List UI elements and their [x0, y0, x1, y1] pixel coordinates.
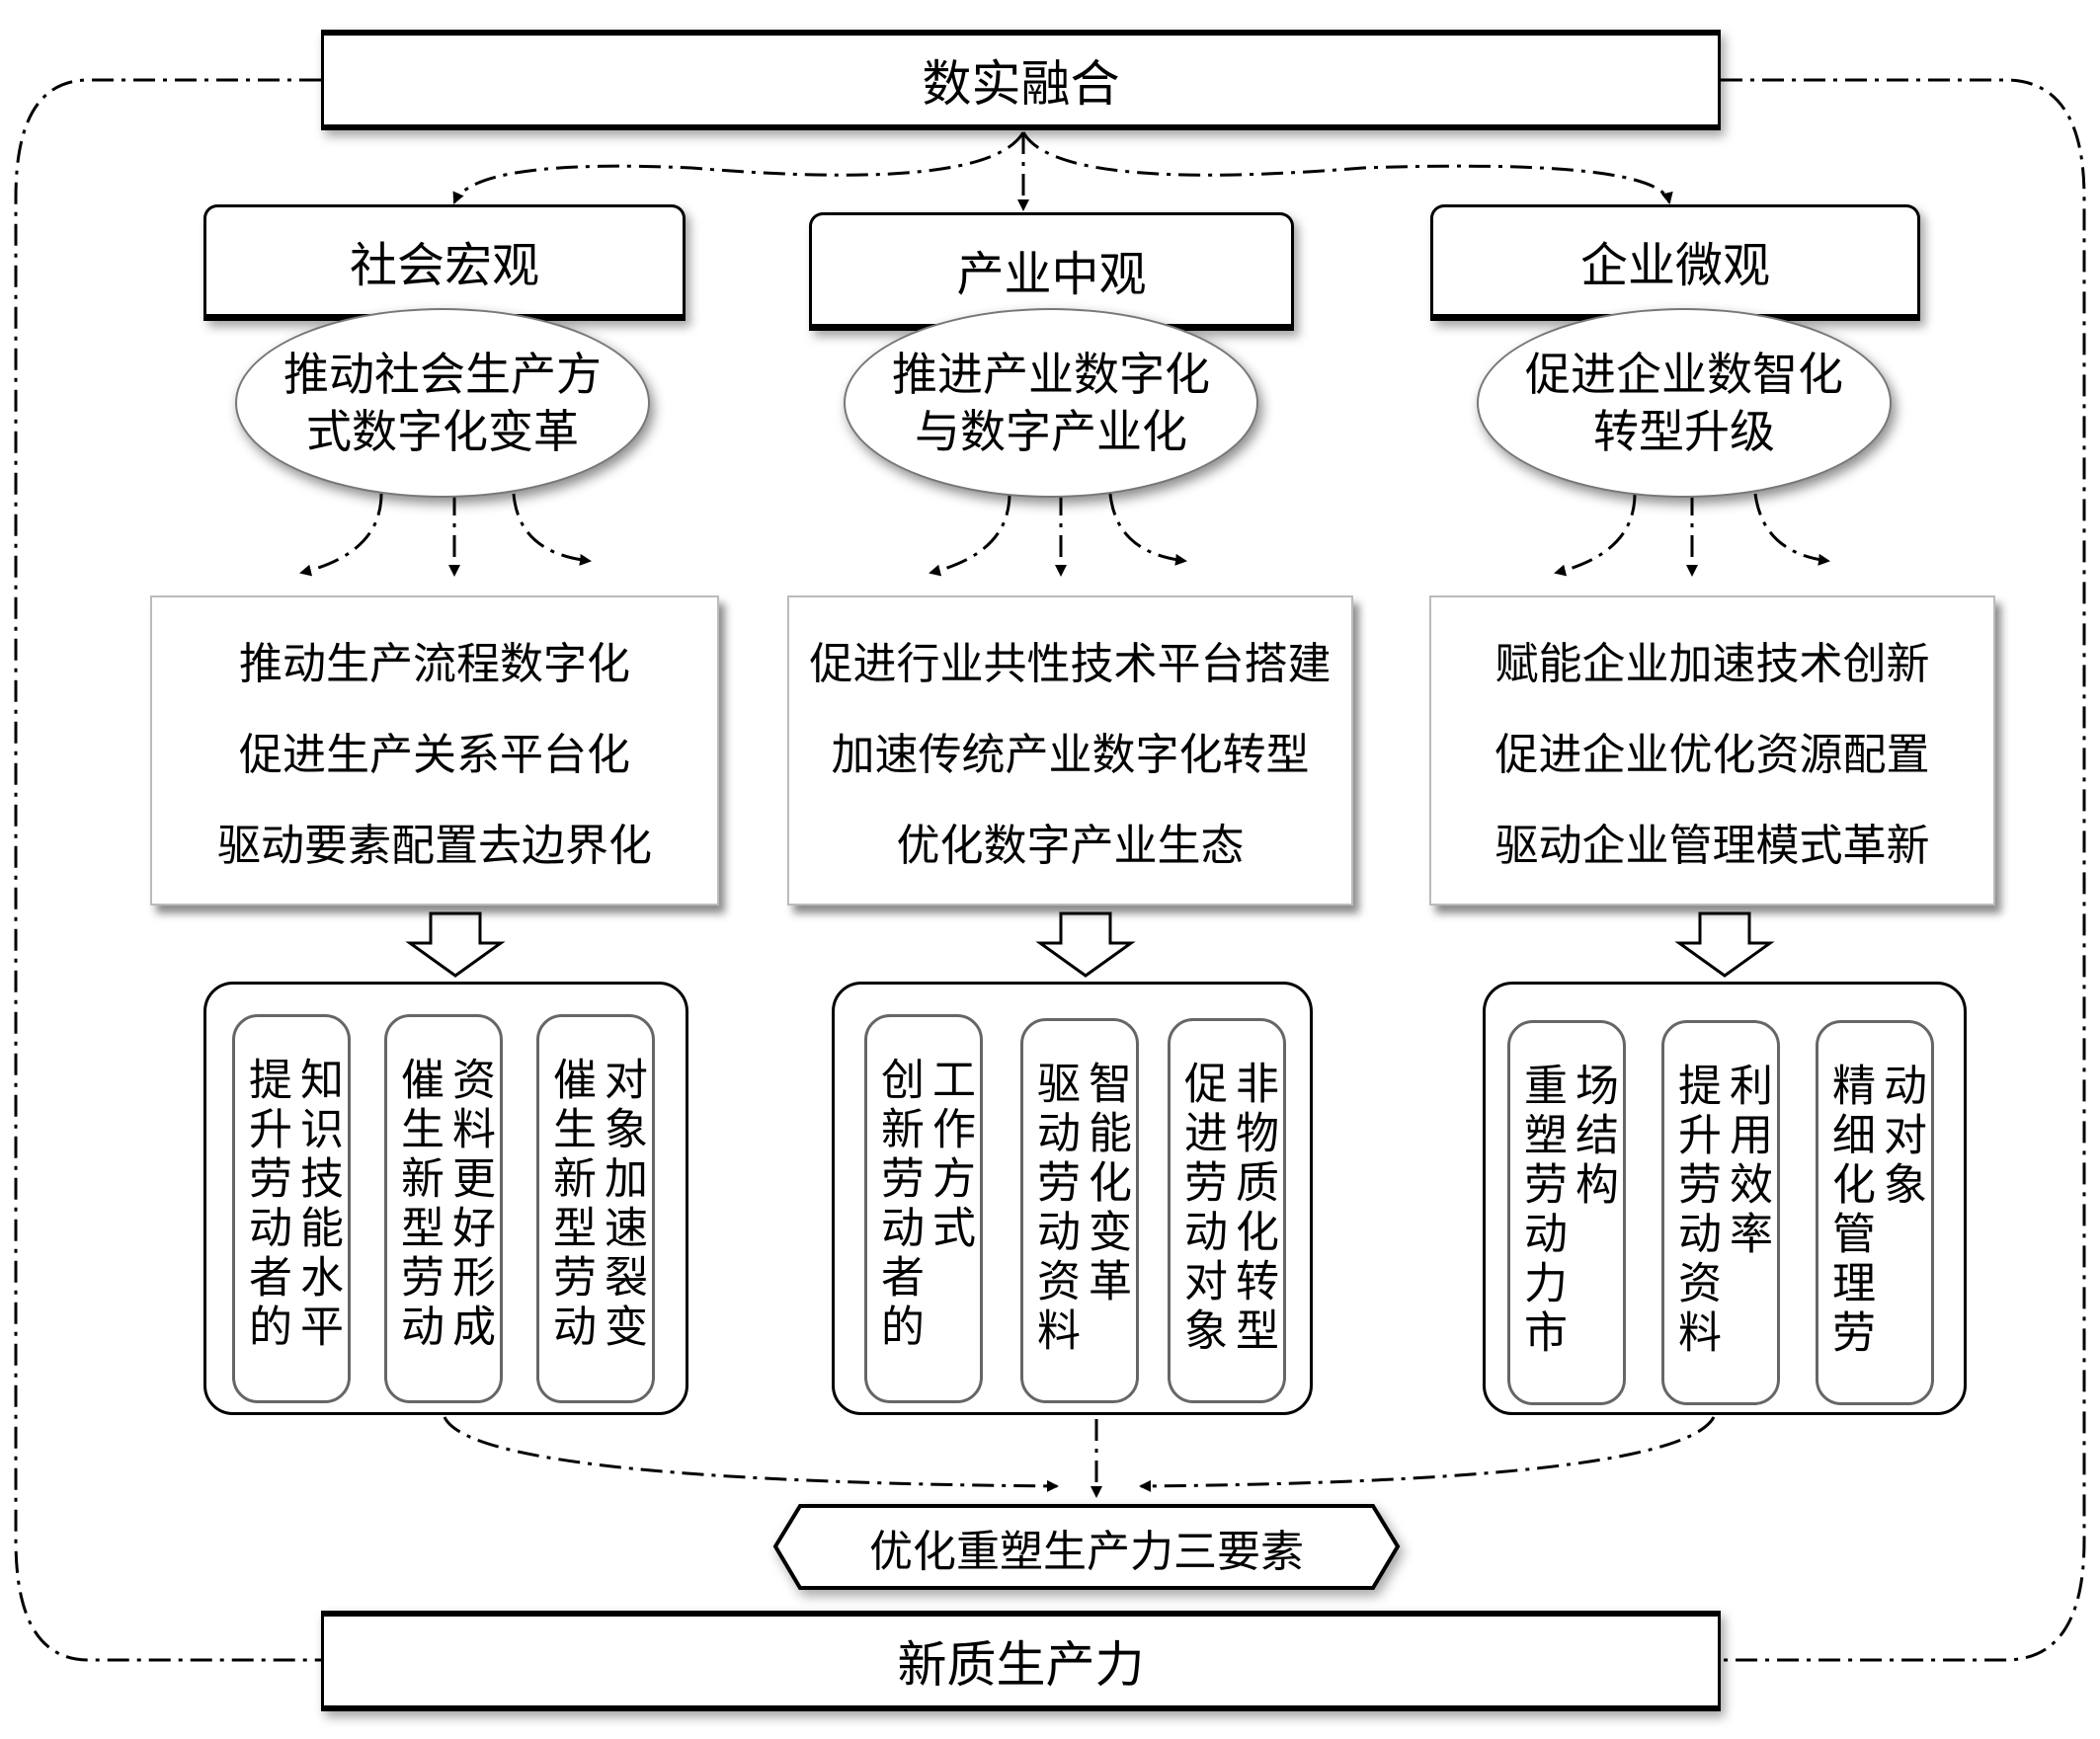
effect-pill: 催生新型劳动对象加速裂变 [536, 1014, 655, 1403]
synthesis-node: 优化重塑生产力三要素 [775, 1506, 1398, 1588]
effect-text: 提升劳动者的知识技能水平 [241, 1057, 343, 1353]
effect-pill: 精细化管理劳动对象 [1816, 1020, 1934, 1405]
effect-text: 促进劳动对象非物质化转型 [1176, 1061, 1278, 1357]
effect-pill: 促进劳动对象非物质化转型 [1168, 1018, 1286, 1403]
hollow-arrow-meso [1035, 911, 1136, 978]
level-macro-header: 社会宏观 [203, 204, 686, 321]
goal-line: 推进产业数字化 [892, 348, 1210, 401]
goal-line: 与数字产业化 [915, 405, 1187, 458]
top-banner-digital-real-integration: 数实融合 [321, 30, 1721, 130]
action-item: 优化数字产业生态 [896, 821, 1245, 871]
action-item: 驱动企业管理模式革新 [1494, 821, 1930, 871]
action-item: 加速传统产业数字化转型 [831, 730, 1310, 780]
feedback-loop-right [1721, 78, 2086, 1662]
effect-pill: 创新劳动者的工作方式 [864, 1014, 983, 1403]
goal-ellipse-meso: 推进产业数字化与数字产业化 [844, 308, 1258, 498]
level-micro-header: 企业微观 [1430, 204, 1920, 321]
effect-pill: 提升劳动者的知识技能水平 [232, 1014, 351, 1403]
hollow-arrow-macro [405, 911, 506, 978]
synthesis-label: 优化重塑生产力三要素 [869, 1526, 1304, 1577]
effects-container-macro: 提升劳动者的知识技能水平 催生新型劳动资料更好形成 催生新型劳动对象加速裂变 [203, 982, 688, 1415]
arrow-micro-to-synthesis [1139, 1416, 1716, 1492]
effect-text: 驱动劳动资料智能化变革 [1029, 1061, 1131, 1357]
action-item: 促进行业共性技术平台搭建 [809, 639, 1332, 689]
top-banner-label: 数实融合 [922, 55, 1120, 113]
effect-pill: 催生新型劳动资料更好形成 [384, 1014, 503, 1403]
action-item: 促进生产关系平台化 [239, 730, 630, 780]
arrow-top-to-micro [1021, 131, 1673, 204]
effect-text: 提升劳动资料利用效率 [1670, 1063, 1772, 1359]
fanout-meso [929, 493, 1187, 577]
effect-text: 催生新型劳动对象加速裂变 [545, 1057, 647, 1353]
action-item: 推动生产流程数字化 [239, 639, 630, 689]
effect-pill: 提升劳动资料利用效率 [1661, 1020, 1780, 1405]
effect-text: 催生新型劳动资料更好形成 [393, 1057, 495, 1353]
effects-container-micro: 重塑劳动力市场结构 提升劳动资料利用效率 精细化管理劳动对象 [1483, 982, 1967, 1415]
effect-text: 精细化管理劳动对象 [1824, 1063, 1926, 1359]
arrow-macro-to-synthesis [443, 1416, 1059, 1492]
goal-line: 转型升级 [1593, 405, 1775, 458]
arrow-top-to-macro [452, 131, 1025, 204]
effects-container-meso: 创新劳动者的工作方式 驱动劳动资料智能化变革 促进劳动对象非物质化转型 [832, 982, 1313, 1415]
goal-line: 促进企业数智化 [1525, 348, 1843, 401]
synthesis-hexagon [772, 1504, 1401, 1590]
action-item: 促进企业优化资源配置 [1494, 730, 1930, 780]
level-meso-title: 产业中观 [956, 247, 1147, 302]
goal-ellipse-macro: 推动社会生产方式数字化变革 [235, 308, 650, 498]
level-macro-title: 社会宏观 [349, 238, 539, 293]
effect-pill: 驱动劳动资料智能化变革 [1020, 1018, 1139, 1403]
goal-line: 推动社会生产方 [283, 348, 602, 401]
goal-ellipse-micro: 促进企业数智化转型升级 [1477, 308, 1892, 498]
feedback-loop-left [14, 78, 321, 1662]
action-item: 赋能企业加速技术创新 [1494, 639, 1930, 689]
bottom-banner-new-quality-productivity: 新质生产力 [321, 1611, 1721, 1711]
fanout-micro [1554, 493, 1830, 577]
effect-pill: 重塑劳动力市场结构 [1507, 1020, 1626, 1405]
actions-box-meso: 促进行业共性技术平台搭建 加速传统产业数字化转型 优化数字产业生态 [787, 595, 1353, 906]
fanout-macro [299, 493, 592, 577]
effect-text: 创新劳动者的工作方式 [873, 1057, 975, 1353]
action-item: 驱动要素配置去边界化 [217, 821, 652, 871]
goal-line: 式数字化变革 [306, 405, 579, 458]
bottom-banner-label: 新质生产力 [897, 1636, 1145, 1694]
actions-box-macro: 推动生产流程数字化 促进生产关系平台化 驱动要素配置去边界化 [150, 595, 719, 906]
level-micro-title: 企业微观 [1579, 238, 1770, 293]
effect-text: 重塑劳动力市场结构 [1516, 1063, 1618, 1359]
hollow-arrow-micro [1674, 911, 1775, 978]
actions-box-micro: 赋能企业加速技术创新 促进企业优化资源配置 驱动企业管理模式革新 [1429, 595, 1995, 906]
